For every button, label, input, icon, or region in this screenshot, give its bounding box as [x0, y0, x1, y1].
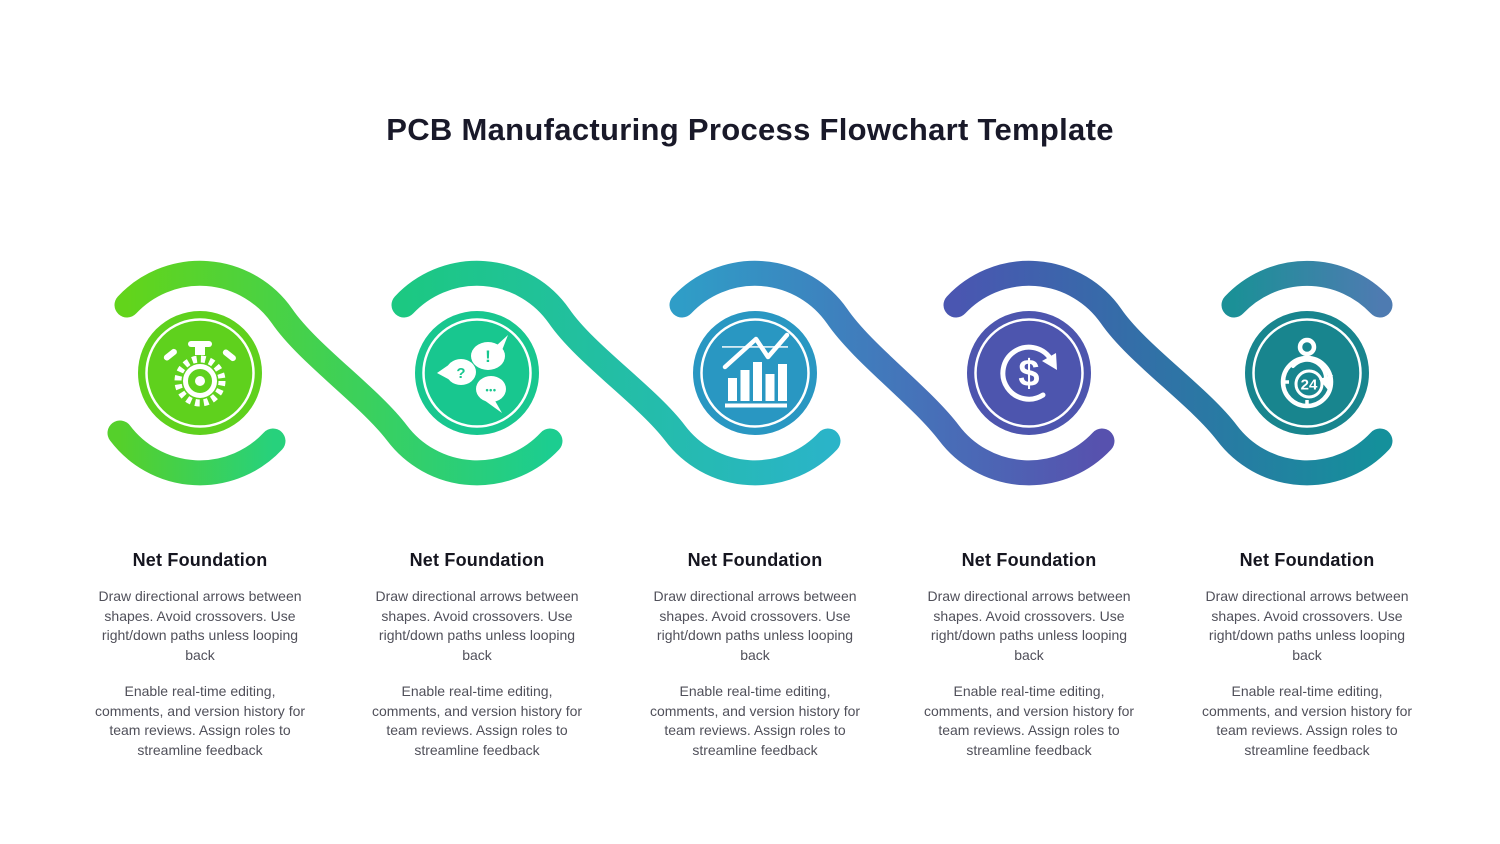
step-heading: Net Foundation — [1239, 550, 1375, 570]
step-node-2: ! ? ••• — [415, 311, 539, 435]
badge-24-glyph: 24 — [1301, 377, 1318, 394]
step-description-1: Draw directional arrows between shapes. … — [1205, 588, 1409, 663]
step-heading: Net Foundation — [409, 550, 545, 570]
bar-chart-trend-icon — [722, 332, 790, 408]
chat-bubbles-icon: ! ? ••• — [437, 335, 508, 413]
wave-cap-over-step-5 — [1221, 260, 1393, 318]
wave-stroke-1-2 — [114, 260, 563, 486]
step-description-2: Enable real-time editing, comments, and … — [94, 683, 306, 758]
node-inner-ring — [700, 318, 810, 428]
step-text-2: Net Foundation Draw directional arrows b… — [352, 550, 602, 777]
node-inner-ring — [145, 318, 255, 428]
step-description-1: Draw directional arrows between shapes. … — [927, 588, 1131, 663]
step-text-3: Net Foundation Draw directional arrows b… — [630, 550, 880, 777]
step-description-2: Enable real-time editing, comments, and … — [649, 683, 861, 758]
step-heading: Net Foundation — [132, 550, 268, 570]
dollar-refresh-icon: $ — [1000, 344, 1057, 402]
step-text-5: Net Foundation Draw directional arrows b… — [1182, 550, 1432, 777]
stopwatch-gear-icon — [163, 341, 236, 407]
step-node-3 — [693, 311, 817, 435]
step-heading: Net Foundation — [687, 550, 823, 570]
bubble-ellipsis-glyph: ••• — [486, 385, 497, 395]
bubble-question-glyph: ? — [456, 365, 465, 382]
step-node-1 — [138, 311, 262, 435]
step-heading: Net Foundation — [961, 550, 1097, 570]
step-text-4: Net Foundation Draw directional arrows b… — [904, 550, 1154, 777]
step-description-2: Enable real-time editing, comments, and … — [923, 683, 1135, 758]
wave-stroke-3-4 — [669, 260, 1115, 486]
step-description-1: Draw directional arrows between shapes. … — [653, 588, 857, 663]
page-title: PCB Manufacturing Process Flowchart Temp… — [386, 112, 1114, 147]
node-inner-ring — [422, 318, 532, 428]
step-description-2: Enable real-time editing, comments, and … — [1201, 683, 1413, 758]
node-inner-ring — [1252, 318, 1362, 428]
node-inner-ring — [974, 318, 1084, 428]
step-description-1: Draw directional arrows between shapes. … — [98, 588, 302, 663]
step-node-5: 24 — [1245, 311, 1369, 435]
watch-24h-icon: 24 — [1280, 337, 1334, 409]
dollar-glyph: $ — [1018, 353, 1039, 395]
bubble-exclamation-glyph: ! — [485, 347, 491, 366]
wave-tail-under-step-1 — [107, 420, 286, 486]
step-text-1: Net Foundation Draw directional arrows b… — [75, 550, 325, 777]
wave-stroke-4-5 — [943, 260, 1393, 486]
step-node-4: $ — [967, 311, 1091, 435]
step-description-1: Draw directional arrows between shapes. … — [375, 588, 579, 663]
wave-stroke-2-3 — [391, 260, 841, 486]
wave-ribbon — [107, 260, 1393, 486]
step-description-2: Enable real-time editing, comments, and … — [371, 683, 583, 758]
